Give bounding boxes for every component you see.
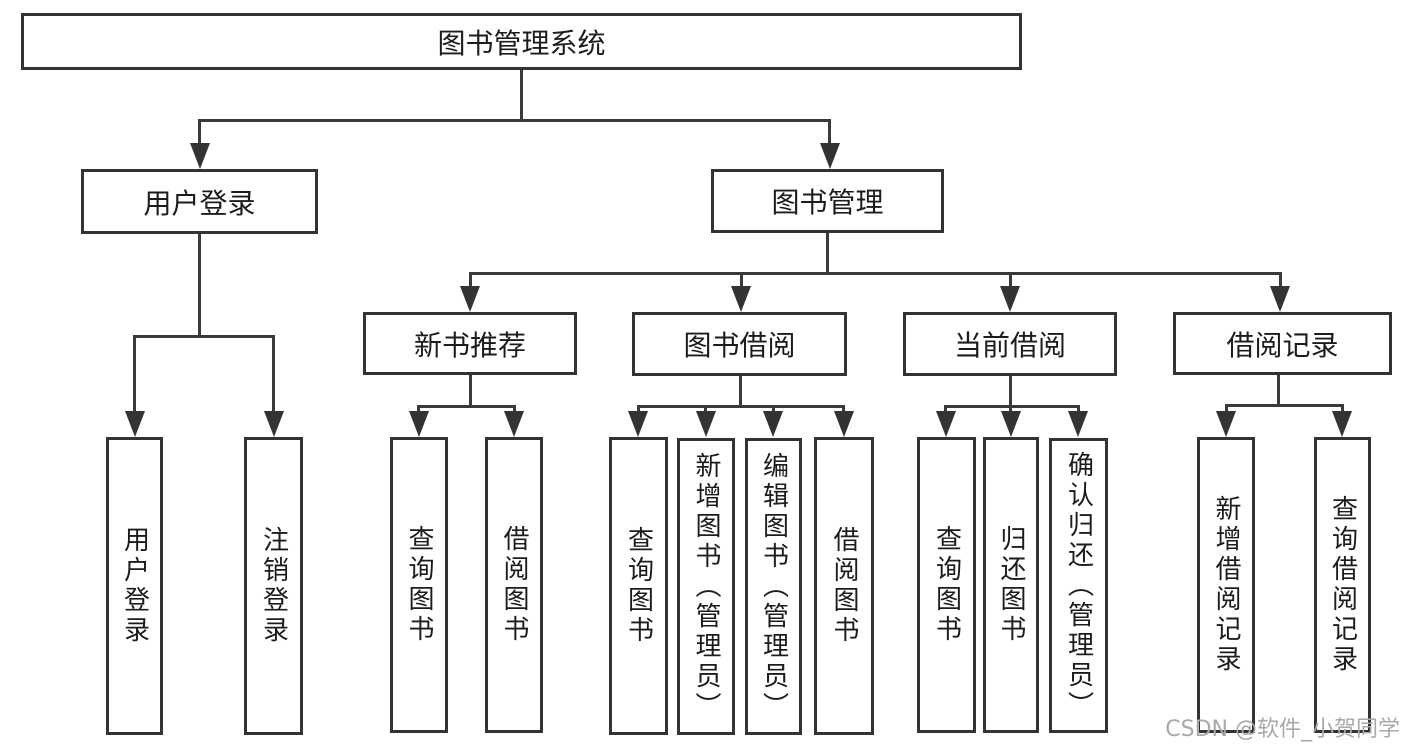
leaf-user-login: 用户登录 (106, 437, 163, 735)
connector-stem (469, 374, 472, 406)
arrow-down-icon (1216, 411, 1236, 437)
connector-stem (272, 335, 275, 413)
leaf-label: 编辑图书（管理员） (758, 451, 789, 722)
arrow-down-icon (834, 411, 854, 437)
arrow-down-icon (125, 411, 145, 437)
connector-bar (1225, 404, 1344, 407)
connector-stem (1009, 374, 1012, 406)
arrow-down-icon (763, 411, 783, 437)
connector-stem (513, 405, 516, 414)
connector-bar (133, 335, 275, 338)
leaf-label: 查询借阅记录 (1327, 495, 1358, 675)
node-user-login: 用户登录 (81, 169, 318, 234)
arrow-down-icon (820, 143, 840, 169)
leaf-label: 新增借阅记录 (1211, 495, 1241, 675)
connector-stem (842, 405, 845, 414)
leaf-label: 用户登录 (119, 526, 150, 646)
connector-stem (198, 233, 201, 336)
leaf-label: 查询图书 (623, 526, 654, 646)
connector-bar (944, 405, 1080, 408)
connector-stem (1077, 405, 1080, 414)
arrow-down-icon (460, 286, 480, 312)
arrow-down-icon (731, 286, 751, 312)
node-new-book-rec: 新书推荐 (363, 312, 577, 375)
leaf-logout-login: 注销登录 (244, 437, 303, 735)
arrow-down-icon (1332, 411, 1352, 437)
node-borrow-records: 借阅记录 (1173, 312, 1392, 375)
connector-level2-bar (198, 119, 831, 122)
leaf-cb-return-books: 归还图书 (983, 437, 1039, 733)
connector-stem (944, 405, 947, 414)
arrow-down-icon (190, 143, 210, 169)
leaf-label: 确认归还（管理员） (1063, 450, 1094, 721)
node-new-book-rec-label: 新书推荐 (413, 328, 526, 362)
arrow-down-icon (504, 411, 524, 437)
connector-stem (198, 119, 201, 147)
leaf-bb-edit-books-admin: 编辑图书（管理员） (745, 438, 802, 735)
leaf-label: 查询图书 (931, 525, 962, 645)
leaf-cb-query-books: 查询图书 (917, 437, 976, 733)
leaf-br-add-borrow-record: 新增借阅记录 (1197, 437, 1255, 733)
node-current-borrow-label: 当前借阅 (953, 329, 1066, 362)
arrow-down-icon (696, 411, 716, 437)
node-book-mgmt: 图书管理 (711, 169, 944, 233)
connector-stem (1009, 272, 1012, 289)
arrow-down-icon (1068, 411, 1088, 437)
arrow-down-icon (264, 411, 284, 437)
node-book-mgmt-label: 图书管理 (771, 186, 884, 219)
leaf-label: 归还图书 (996, 525, 1026, 645)
node-root-label: 图书管理系统 (437, 26, 606, 60)
leaf-cb-confirm-return-admin: 确认归还（管理员） (1049, 438, 1108, 733)
connector-stem (1279, 272, 1282, 289)
leaf-bb-add-books-admin: 新增图书（管理员） (677, 438, 735, 735)
connector-root-stem (520, 69, 523, 120)
connector-stem (1009, 405, 1012, 414)
connector-stem (417, 405, 420, 414)
connector-stem (704, 405, 707, 414)
leaf-label: 注销登录 (258, 526, 289, 646)
leaf-bb-query-books: 查询图书 (609, 437, 668, 735)
connector-stem (1341, 404, 1344, 414)
node-book-borrow-label: 图书借阅 (683, 329, 796, 362)
leaf-label: 借阅图书 (829, 526, 859, 646)
connector-stem (637, 405, 640, 414)
arrow-down-icon (1001, 411, 1021, 437)
leaf-nbr-query-books: 查询图书 (390, 437, 448, 733)
node-current-borrow: 当前借阅 (903, 312, 1117, 376)
connector-stem (772, 405, 775, 414)
node-user-login-label: 用户登录 (143, 186, 256, 220)
connector-stem (1277, 374, 1280, 405)
leaf-bb-borrow-books: 借阅图书 (814, 437, 874, 735)
leaf-label: 查询图书 (404, 525, 434, 645)
arrow-down-icon (936, 411, 956, 437)
connector-stem (828, 119, 831, 147)
connector-bar (637, 405, 845, 408)
leaf-label: 新增图书（管理员） (691, 451, 721, 722)
node-book-borrow: 图书借阅 (632, 312, 847, 376)
node-root: 图书管理系统 (21, 13, 1022, 70)
connector-stem (739, 374, 742, 406)
connector-stem (469, 272, 472, 289)
arrow-down-icon (628, 411, 648, 437)
leaf-br-query-borrow-record: 查询借阅记录 (1314, 437, 1371, 733)
arrow-down-icon (409, 411, 429, 437)
connector-level3-bar (469, 272, 1282, 275)
arrow-down-icon (1270, 286, 1290, 312)
node-borrow-records-label: 借阅记录 (1226, 328, 1339, 362)
leaf-nbr-borrow-books: 借阅图书 (485, 437, 543, 733)
watermark: CSDN @软件_小贺同学 (1165, 717, 1400, 742)
connector-stem (826, 232, 829, 274)
leaf-label: 借阅图书 (499, 525, 529, 645)
connector-stem (740, 272, 743, 289)
arrow-down-icon (1000, 286, 1020, 312)
connector-stem (1225, 404, 1228, 414)
connector-stem (133, 335, 136, 413)
connector-bar (417, 405, 516, 408)
